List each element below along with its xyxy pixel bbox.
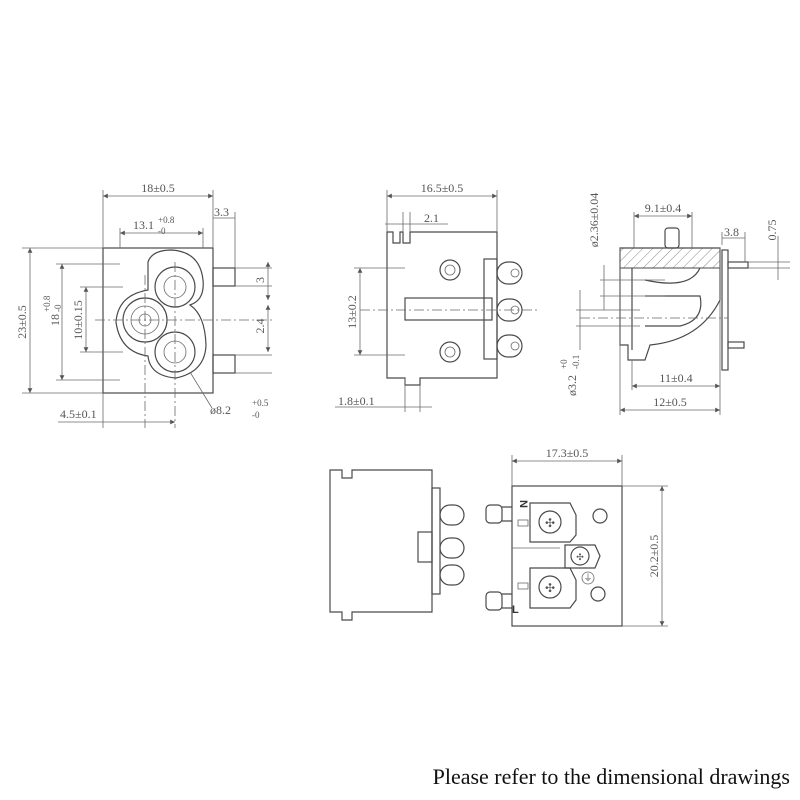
socket-outline [115,249,207,379]
section-hole-dia: ø3.2 [565,375,579,396]
pin-bottom [212,354,236,374]
rear-label-l: L [512,604,519,616]
svg-text:+0.8: +0.8 [42,295,52,312]
svg-text:⏚: ⏚ [583,573,592,583]
side2-body [329,469,433,621]
front-inner-height: 18 [48,314,62,326]
svg-text:✣: ✣ [545,581,555,595]
rear-view: ✣ ✣ ✣ ⏚ N L 17.3±0.5 20.2±0.5 [485,446,668,627]
front-diameter: ø8.2 [210,403,231,417]
section-pin-thickness: 0.75 [765,220,779,241]
svg-text:✣: ✣ [545,516,555,530]
side-pin-bottom [496,334,523,358]
front-body [102,247,214,394]
side-slot: 2.1 [424,211,439,225]
svg-text:✣: ✣ [576,552,584,562]
section-inner-width: 11±0.4 [659,371,692,385]
side-body [386,231,498,386]
rear-pin-n [485,504,503,524]
footer-note: Please refer to the dimensional drawings [432,764,790,789]
side-width: 16.5±0.5 [421,181,464,195]
front-pin-spacing-top: 3 [253,277,267,283]
svg-text:-0.1: -0.1 [571,355,581,369]
side-pin-top [496,261,523,285]
section-pin-width: 3.8 [724,225,739,239]
rear-body [511,485,623,627]
front-view: 18±0.5 13.1 +0.8 -0 3.3 23±0.5 18 +0.8 -… [15,181,275,428]
side-view-2 [329,469,465,621]
rear-height: 20.2±0.5 [647,535,661,578]
section-body [619,247,721,361]
side-offset: 1.8±0.1 [338,394,375,408]
svg-text:+0.5: +0.5 [252,398,269,408]
front-pin-offset: 3.3 [214,205,229,219]
section-pin-dia: ø2.36±0.04 [587,193,601,248]
side-view: 16.5±0.5 2.1 13±0.2 1.8±0.1 [335,181,540,412]
front-pin-spacing-mid: 2.4 [253,319,267,334]
section-view: 11±0.4 12±0.5 9.1±0.4 3.8 0.75 ø2.36±0.0… [559,193,790,415]
svg-text:-0: -0 [158,226,166,236]
pin-top [212,267,236,287]
svg-text:+0.8: +0.8 [158,215,175,225]
rear-width: 17.3±0.5 [546,446,589,460]
terminal-ground [564,544,601,569]
section-outer-width: 12±0.5 [653,395,687,409]
front-center-height: 10±0.15 [71,300,85,340]
ground-icon [581,571,595,585]
side-pin-mid [496,298,523,322]
terminal-n [529,502,577,543]
svg-text:+0: +0 [559,359,569,369]
front-height: 23±0.5 [15,305,29,339]
svg-text:-0: -0 [53,304,63,312]
rear-label-n: N [517,500,529,508]
svg-text:-0: -0 [252,410,260,420]
front-inner-width: 13.1 [133,218,154,232]
front-width: 18±0.5 [141,181,175,195]
rear-pin-l [485,591,503,611]
section-pin-top [664,227,680,249]
side-height: 13±0.2 [345,295,359,329]
front-left-offset: 4.5±0.1 [60,407,97,421]
section-top: 9.1±0.4 [645,201,682,215]
